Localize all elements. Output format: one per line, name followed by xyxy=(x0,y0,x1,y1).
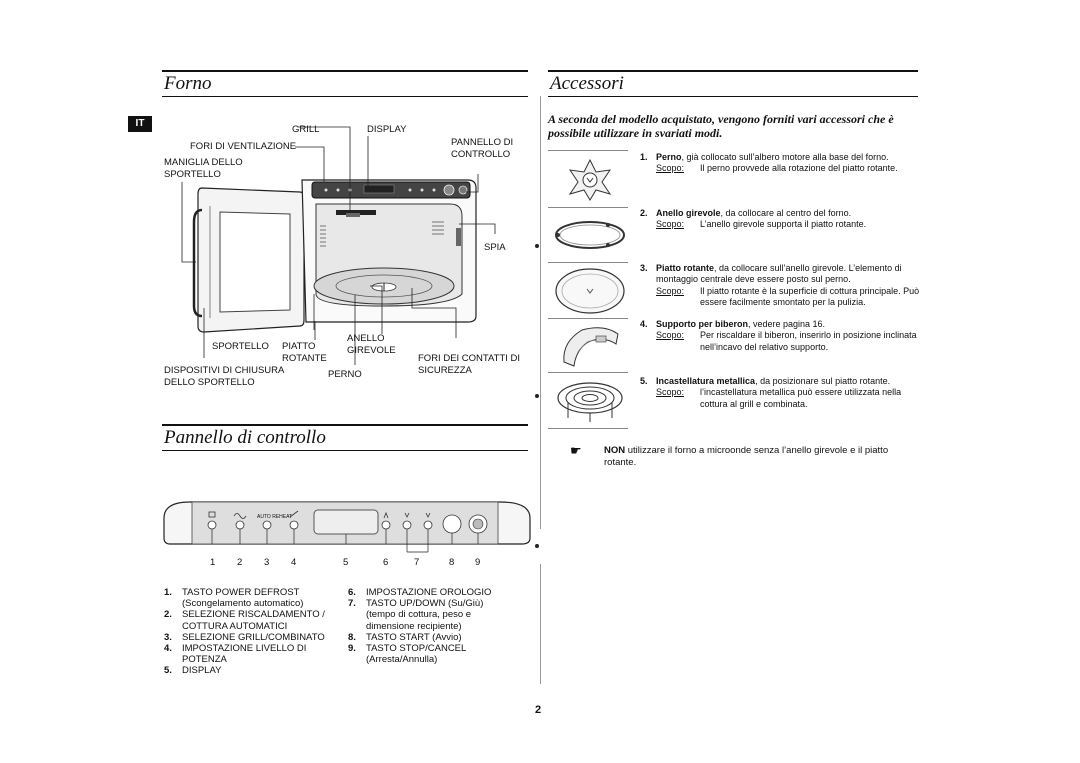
page-number: 2 xyxy=(535,704,542,716)
piatto-rotante-image xyxy=(555,268,625,314)
accessori-title: Accessori xyxy=(550,73,624,94)
label-controllo: CONTROLLO xyxy=(451,149,511,160)
legend-item-cont: POTENZA xyxy=(182,654,227,666)
label-girevole: GIREVOLE xyxy=(347,345,396,356)
supporto-biberon-image xyxy=(563,327,619,367)
label-sportello-handle: SPORTELLO xyxy=(164,169,221,180)
legend-item: 1.TASTO POWER DEFROST xyxy=(164,587,300,598)
legend-item: 5.DISPLAY xyxy=(164,665,222,677)
accessory-divider xyxy=(548,262,628,263)
accessory-item-2: 2. Anello girevole, da collocare al cent… xyxy=(640,208,867,230)
panel-number-2: 2 xyxy=(237,557,243,568)
accessory-divider xyxy=(548,428,628,429)
label-grill: GRILL xyxy=(292,124,320,135)
panel-legend-right: 6.IMPOSTAZIONE OROLOGIO 7.TASTO UP/DOWN … xyxy=(348,587,528,665)
legend-item: 3.SELEZIONE GRILL/COMBINATO xyxy=(164,631,325,643)
pannello-title: Pannello di controllo xyxy=(164,427,326,448)
accessory-divider xyxy=(548,318,628,319)
label-spia: SPIA xyxy=(484,242,506,253)
binding-hole xyxy=(535,244,539,248)
label-dispositivi-chiusura: DISPOSITIVI DI CHIUSURA xyxy=(164,365,285,376)
pannello-bottom-rule xyxy=(162,450,528,451)
legend-item: 8.TASTO START (Avvio) xyxy=(348,631,462,643)
accessory-divider xyxy=(548,150,628,151)
label-rotante: ROTANTE xyxy=(282,353,327,364)
label-display: DISPLAY xyxy=(367,124,407,135)
panel-number-4: 4 xyxy=(291,557,297,568)
legend-item: 7.TASTO UP/DOWN (Su/Giù) xyxy=(348,598,484,610)
perno-coupler-image xyxy=(568,158,612,201)
accessori-intro: A seconda del modello acquistato, vengon… xyxy=(548,112,894,140)
accessori-bottom-rule xyxy=(548,96,918,97)
column-separator xyxy=(540,96,541,529)
column-separator-lower xyxy=(540,564,541,684)
oven-diagram xyxy=(181,126,496,365)
panel-number-1: 1 xyxy=(210,557,216,568)
accessory-divider xyxy=(548,372,628,373)
label-fori-contatti: FORI DEI CONTATTI DI xyxy=(418,353,521,364)
pannello-top-rule xyxy=(162,424,528,426)
control-panel-diagram xyxy=(163,501,531,553)
auto-reheat-text: AUTO REHEAT xyxy=(257,514,293,520)
label-anello: ANELLO xyxy=(347,333,385,344)
legend-item-cont: COTTURA AUTOMATICI xyxy=(182,620,288,632)
accessory-item-5: 5. Incastellatura metallica, da posizion… xyxy=(640,376,902,409)
legend-item-cont: (tempo di cottura, peso e xyxy=(366,609,472,621)
legend-item: 2.SELEZIONE RISCALDAMENTO / xyxy=(164,609,325,621)
panel-number-3: 3 xyxy=(264,557,270,568)
label-sportello: SPORTELLO xyxy=(212,341,269,352)
warning-note: NON utilizzare il forno a microonde senz… xyxy=(604,445,889,468)
incastellatura-image xyxy=(557,382,623,422)
label-piatto: PIATTO xyxy=(282,341,316,352)
anello-girevole-image xyxy=(555,221,625,249)
accessori-top-rule xyxy=(548,70,918,72)
accessory-item-3: 3. Piatto rotante, da collocare sull’ane… xyxy=(640,263,920,307)
label-sicurezza: SICUREZZA xyxy=(418,365,472,376)
panel-number-6: 6 xyxy=(383,557,389,568)
legend-item: 4.IMPOSTAZIONE LIVELLO DI xyxy=(164,643,307,655)
panel-number-5: 5 xyxy=(343,557,349,568)
accessory-divider xyxy=(548,207,628,208)
legend-item-cont: dimensione recipiente) xyxy=(366,620,462,632)
label-dello-sportello: DELLO SPORTELLO xyxy=(164,377,255,388)
binding-hole xyxy=(535,544,539,548)
legend-item-cont: (Scongelamento automatico) xyxy=(182,598,304,610)
accessory-item-1: 1. Perno, già collocato sull’albero moto… xyxy=(640,152,898,174)
legend-item: 9.TASTO STOP/CANCEL xyxy=(348,643,467,655)
forno-title: Forno xyxy=(164,73,212,94)
panel-number-7: 7 xyxy=(414,557,420,568)
binding-hole xyxy=(535,394,539,398)
label-fori-ventilazione: FORI DI VENTILAZIONE xyxy=(190,141,297,152)
panel-number-8: 8 xyxy=(449,557,455,568)
pointing-hand-icon: ☛ xyxy=(570,443,582,458)
label-pannello-di: PANNELLO DI xyxy=(451,137,514,148)
accessory-item-4: 4. Supporto per biberon, vedere pagina 1… xyxy=(640,319,917,352)
panel-legend-left: 1.TASTO POWER DEFROST (Scongelamento aut… xyxy=(164,587,344,677)
forno-bottom-rule xyxy=(162,96,528,97)
forno-top-rule xyxy=(162,70,528,72)
panel-number-9: 9 xyxy=(475,557,481,568)
label-perno: PERNO xyxy=(328,369,362,380)
legend-item-cont: (Arresta/Annulla) xyxy=(366,654,438,666)
language-tab: IT xyxy=(128,116,152,132)
legend-item: 6.IMPOSTAZIONE OROLOGIO xyxy=(348,587,492,598)
label-maniglia-dello: MANIGLIA DELLO xyxy=(164,157,243,168)
